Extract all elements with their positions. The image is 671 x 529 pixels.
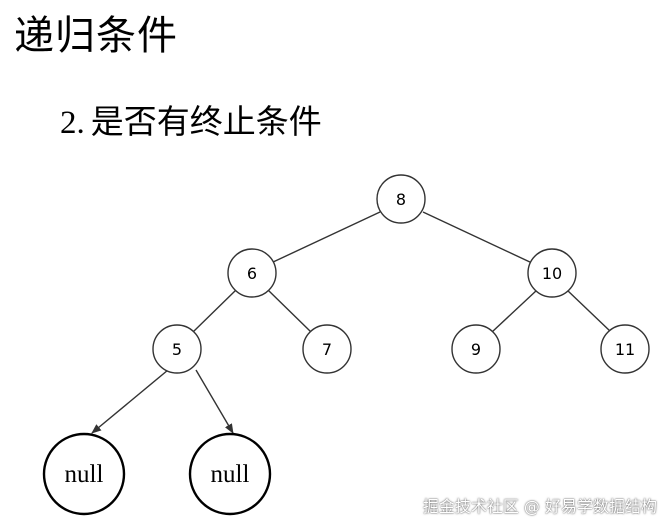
node-rr-label: 11 — [615, 340, 635, 359]
edge-10-9 — [491, 289, 538, 333]
edge-6-5 — [192, 289, 237, 333]
null-node-left: null — [42, 432, 126, 516]
node-root-label: 8 — [396, 190, 406, 209]
node-ll-label: 5 — [172, 340, 182, 359]
watermark: 掘金技术社区 @ 好易学数据结构 — [422, 497, 657, 516]
node-root: 8 — [376, 174, 426, 224]
tree-nodes: 8 6 10 5 7 9 11 — [152, 174, 650, 374]
subtitle-number: 2. — [60, 105, 85, 141]
null-node-right-label: null — [211, 461, 250, 488]
edge-6-7 — [267, 289, 312, 333]
arrow-5-null-left — [91, 369, 169, 434]
node-rl-label: 9 — [471, 340, 481, 359]
tree-edges — [91, 211, 612, 434]
arrow-5-null-right — [195, 369, 234, 434]
node-lr: 7 — [302, 324, 352, 374]
slide-title: 递归条件 — [14, 13, 178, 59]
null-node-right: null — [188, 432, 272, 516]
edge-8-10 — [422, 211, 533, 264]
node-rr: 11 — [600, 324, 650, 374]
node-right-child-label: 10 — [542, 264, 562, 283]
node-lr-label: 7 — [322, 340, 332, 359]
node-left-child-label: 6 — [247, 264, 257, 283]
node-right-child: 10 — [527, 248, 577, 298]
node-ll: 5 — [152, 324, 202, 374]
subtitle-text: 是否有终止条件 — [90, 102, 322, 141]
edge-10-11 — [566, 289, 612, 333]
edge-8-6 — [270, 211, 381, 264]
null-node-left-label: null — [65, 461, 104, 488]
null-nodes: null null — [42, 432, 272, 516]
node-left-child: 6 — [227, 248, 277, 298]
node-rl: 9 — [451, 324, 501, 374]
slide-subtitle: 2.是否有终止条件 — [60, 100, 322, 145]
